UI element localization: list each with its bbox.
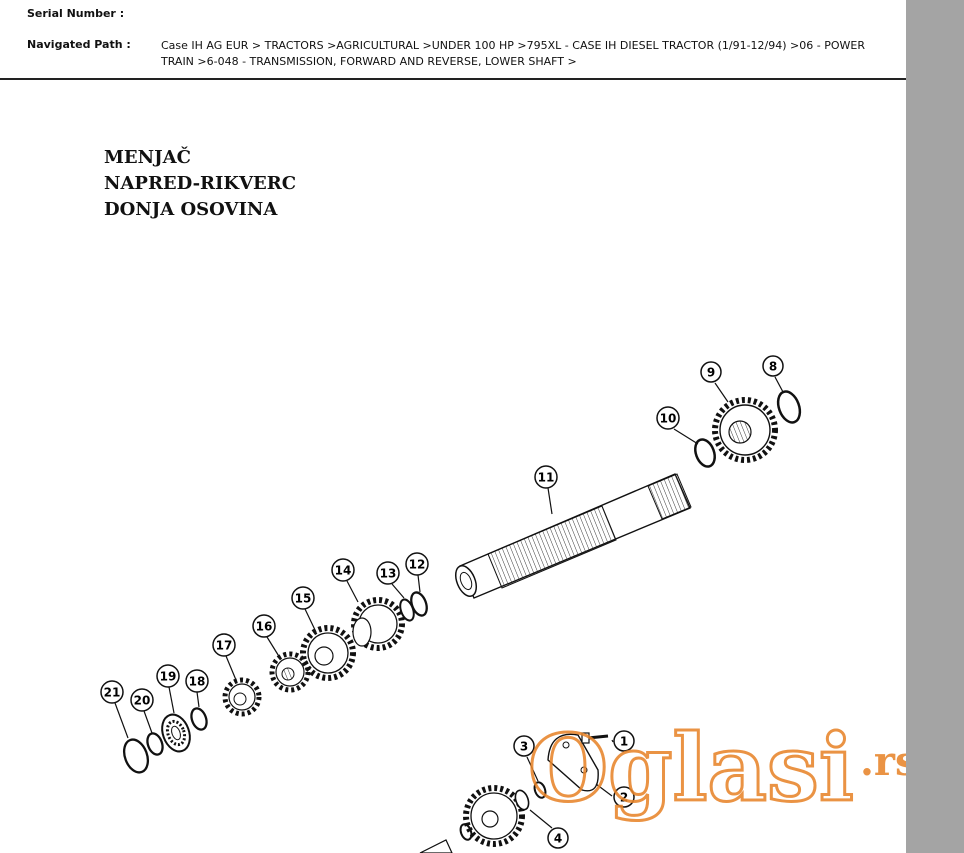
bearing-part-19 (161, 713, 191, 753)
callout-label-9: 9 (707, 366, 715, 380)
callout-label-17: 17 (216, 639, 233, 653)
snap-ring-part-8 (776, 390, 802, 424)
gear-part-9 (712, 397, 778, 463)
callout-label-2: 2 (620, 791, 628, 805)
gear-part-15 (300, 625, 356, 681)
gear-part-17 (222, 677, 262, 717)
oglasi-watermark: Oglasi .rs (527, 713, 907, 824)
callout-label-1: 1 (620, 735, 628, 749)
callout-label-11: 11 (538, 471, 555, 485)
ring-part-18 (190, 707, 208, 731)
title-line-3: DONJA OSOVINA (104, 199, 278, 220)
callout-4: 4 (529, 809, 569, 849)
ring-part-13 (399, 598, 415, 622)
callout-3: 3 (513, 735, 539, 782)
callout-label-19: 19 (160, 670, 177, 684)
gear-part-14 (351, 597, 405, 651)
callout-label-20: 20 (134, 694, 151, 708)
page-gutter (906, 0, 964, 853)
gear-part-16 (269, 651, 311, 693)
document-page: Serial Number : Navigated Path : Case IH… (0, 0, 907, 853)
callout-label-10: 10 (660, 412, 677, 426)
callout-label-4: 4 (554, 832, 562, 846)
callout-17: 17 (212, 633, 237, 681)
callout-label-14: 14 (335, 564, 352, 578)
callout-19: 19 (156, 664, 180, 714)
watermark-brand-text: Oglasi (528, 714, 854, 822)
callout-label-8: 8 (769, 360, 777, 374)
navigated-path: Case IH AG EUR > TRACTORS >AGRICULTURAL … (161, 38, 881, 70)
callout-1: 1 (611, 730, 635, 752)
callout-label-3: 3 (520, 740, 528, 754)
callout-8: 8 (762, 355, 784, 393)
gear-part-4 (419, 785, 530, 853)
callout-16: 16 (252, 614, 281, 659)
callout-20: 20 (130, 688, 154, 734)
callout-label-15: 15 (295, 592, 312, 606)
plate-part-2 (547, 733, 599, 792)
callout-label-12: 12 (409, 558, 426, 572)
callout-15: 15 (291, 586, 317, 633)
navigated-path-label: Navigated Path : (27, 38, 131, 51)
ring-part-21 (122, 738, 150, 774)
page-title: MENJAČ NAPRED-RIKVERC DONJA OSOVINA (104, 145, 296, 223)
bolt-part-1 (581, 732, 609, 744)
title-line-1: MENJAČ (104, 147, 191, 168)
exploded-parts-diagram: 1 2 3 4 8 (100, 355, 907, 853)
callout-2: 2 (595, 783, 635, 808)
callout-12: 12 (405, 552, 429, 593)
callout-11: 11 (534, 465, 558, 515)
lower-shaft-part (454, 473, 692, 599)
callout-14: 14 (331, 558, 359, 603)
watermark-suffix-text: .rs (860, 738, 906, 785)
title-line-2: NAPRED-RIKVERC (104, 173, 297, 194)
callout-label-21: 21 (104, 686, 121, 700)
ring-part-3 (533, 781, 547, 799)
callout-label-13: 13 (380, 567, 397, 581)
callout-9: 9 (700, 361, 729, 403)
callout-label-16: 16 (256, 620, 273, 634)
navigated-path-line-1: Case IH AG EUR > TRACTORS >AGRICULTURAL … (161, 39, 865, 52)
header: Serial Number : Navigated Path : Case IH… (0, 0, 906, 80)
callout-13: 13 (376, 561, 405, 599)
callout-18: 18 (185, 669, 209, 708)
callouts: 1 2 3 4 8 (100, 355, 784, 849)
serial-number-label: Serial Number : (27, 7, 125, 20)
callout-10: 10 (656, 406, 699, 445)
navigated-path-line-2: TRAIN >6-048 - TRANSMISSION, FORWARD AND… (161, 55, 577, 68)
ring-part-20 (146, 732, 164, 756)
washer-part-10 (694, 438, 716, 468)
callout-label-18: 18 (189, 675, 206, 689)
callout-21: 21 (100, 680, 129, 739)
